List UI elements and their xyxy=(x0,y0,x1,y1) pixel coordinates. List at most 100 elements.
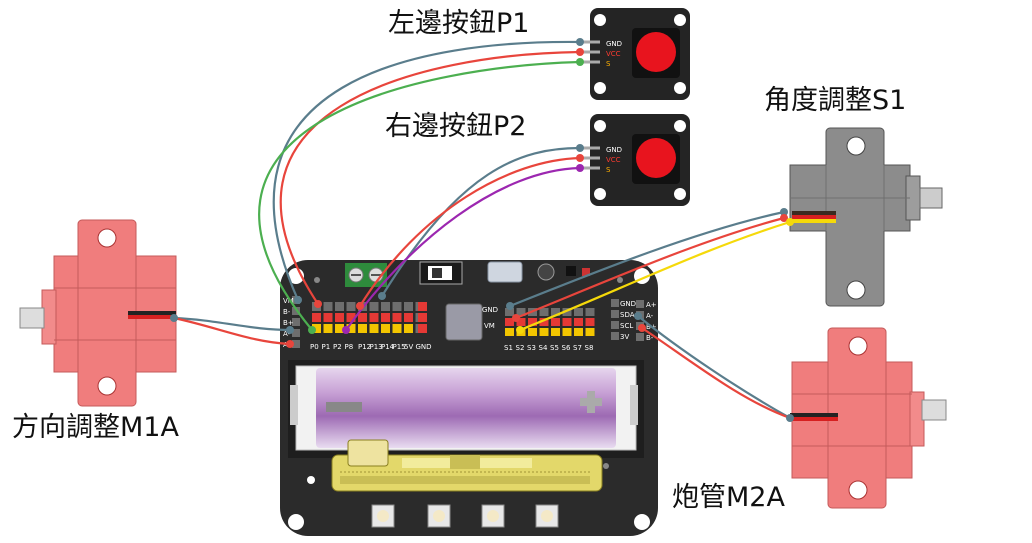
header-pin xyxy=(562,308,572,316)
header-pin xyxy=(611,310,619,318)
label-motor-cannon: 炮管M2A xyxy=(672,482,785,513)
pin-vcc: VCC xyxy=(606,156,621,164)
vm-label: VM xyxy=(484,322,495,330)
wires xyxy=(173,40,791,420)
board-pin-label: P0 xyxy=(310,343,319,351)
wire-m1a-2 xyxy=(173,316,291,346)
board-pin-label: S5 xyxy=(550,344,559,352)
header-pin xyxy=(358,313,367,322)
motor-pin-label: VM xyxy=(283,297,294,305)
red-button-icon xyxy=(636,138,676,178)
wire-p1-gnd xyxy=(272,40,581,301)
board-pin-label: S4 xyxy=(539,344,548,352)
wire-m2a-1 xyxy=(637,315,791,419)
header-pin xyxy=(574,328,583,336)
header-pin xyxy=(574,308,583,316)
header-pin xyxy=(418,302,427,311)
header-pin xyxy=(323,302,333,311)
header-pin xyxy=(346,324,356,333)
board-pin-label: GND xyxy=(416,343,432,351)
led-indicator xyxy=(537,263,555,281)
board-pin-label: 5V xyxy=(404,343,413,351)
header-pin xyxy=(335,313,344,322)
header-pin xyxy=(381,302,390,311)
board-pin-label: S6 xyxy=(562,344,571,352)
pin-vcc: VCC xyxy=(606,50,621,58)
button-module-p2: GND VCC S xyxy=(580,114,690,206)
header-pin xyxy=(292,307,300,315)
header-pin xyxy=(346,313,356,322)
board-pin-label: P14 xyxy=(381,343,395,351)
i2c-pin-label: SCL xyxy=(620,322,633,330)
header-pin xyxy=(358,324,367,333)
header-pin xyxy=(562,328,572,336)
header-pin xyxy=(369,324,379,333)
board-hole xyxy=(634,514,650,530)
wire-p2-signal xyxy=(345,166,581,331)
header-pin xyxy=(585,308,595,316)
header-pin xyxy=(636,333,644,341)
board-pin-label: S7 xyxy=(573,344,582,352)
header-pin xyxy=(505,308,514,316)
wire-p2-vcc xyxy=(359,156,581,307)
header-pin xyxy=(505,328,514,336)
header-pin xyxy=(312,324,321,333)
header-pin xyxy=(418,313,427,322)
header-pin xyxy=(611,321,619,329)
header-pin xyxy=(551,308,560,316)
wire-p1-vcc xyxy=(279,50,581,305)
header-pin xyxy=(539,308,549,316)
header-pin xyxy=(551,328,560,336)
board-hole xyxy=(617,277,623,283)
board-pin-label: S8 xyxy=(585,344,594,352)
pin-gnd: GND xyxy=(606,146,622,154)
pin-s: S xyxy=(606,166,611,174)
label-right-button: 右邊按鈕P2 xyxy=(385,111,527,142)
header-pin xyxy=(392,324,402,333)
header-pin xyxy=(323,313,333,322)
header-pin xyxy=(381,313,390,322)
motor-pin-label: B+ xyxy=(283,319,294,327)
header-pin xyxy=(505,318,514,326)
motor-pin-label: B- xyxy=(283,308,291,316)
wire-servo-vcc xyxy=(515,216,785,320)
board-hole xyxy=(314,277,320,283)
header-pin xyxy=(539,318,549,326)
power-switch xyxy=(419,261,463,285)
header-pin xyxy=(369,313,379,322)
header-pin xyxy=(292,318,300,326)
header-pin xyxy=(636,300,644,308)
wire-servo-gnd xyxy=(509,210,785,308)
header-pin xyxy=(562,318,572,326)
i2c-pin-label: SDA xyxy=(620,311,635,319)
header-pin xyxy=(346,302,356,311)
header-pin xyxy=(528,328,537,336)
battery xyxy=(288,360,644,458)
header-pin xyxy=(585,318,595,326)
board-pin-label: S2 xyxy=(516,344,525,352)
label-motor-direction: 方向調整M1A xyxy=(12,412,179,443)
header-pin xyxy=(516,308,526,316)
i2c-pin-label: GND xyxy=(620,300,636,308)
wire-p1-signal xyxy=(258,60,581,331)
header-pin xyxy=(404,324,413,333)
header-pin xyxy=(335,324,344,333)
board-push-buttons xyxy=(371,504,559,528)
gnd-label: GND xyxy=(482,306,498,314)
header-pin xyxy=(516,318,526,326)
board-pin-label: P2 xyxy=(333,343,342,351)
header-pin xyxy=(392,302,402,311)
header-pin xyxy=(551,318,560,326)
header-pin xyxy=(381,324,390,333)
microbit-slot xyxy=(307,439,609,492)
header-pin xyxy=(335,302,344,311)
driver-chip xyxy=(445,303,483,341)
header-pin xyxy=(292,340,300,348)
button-module-p1: GND VCC S xyxy=(580,8,690,100)
motor-pin-label: B- xyxy=(646,334,654,342)
header-pin xyxy=(611,332,619,340)
